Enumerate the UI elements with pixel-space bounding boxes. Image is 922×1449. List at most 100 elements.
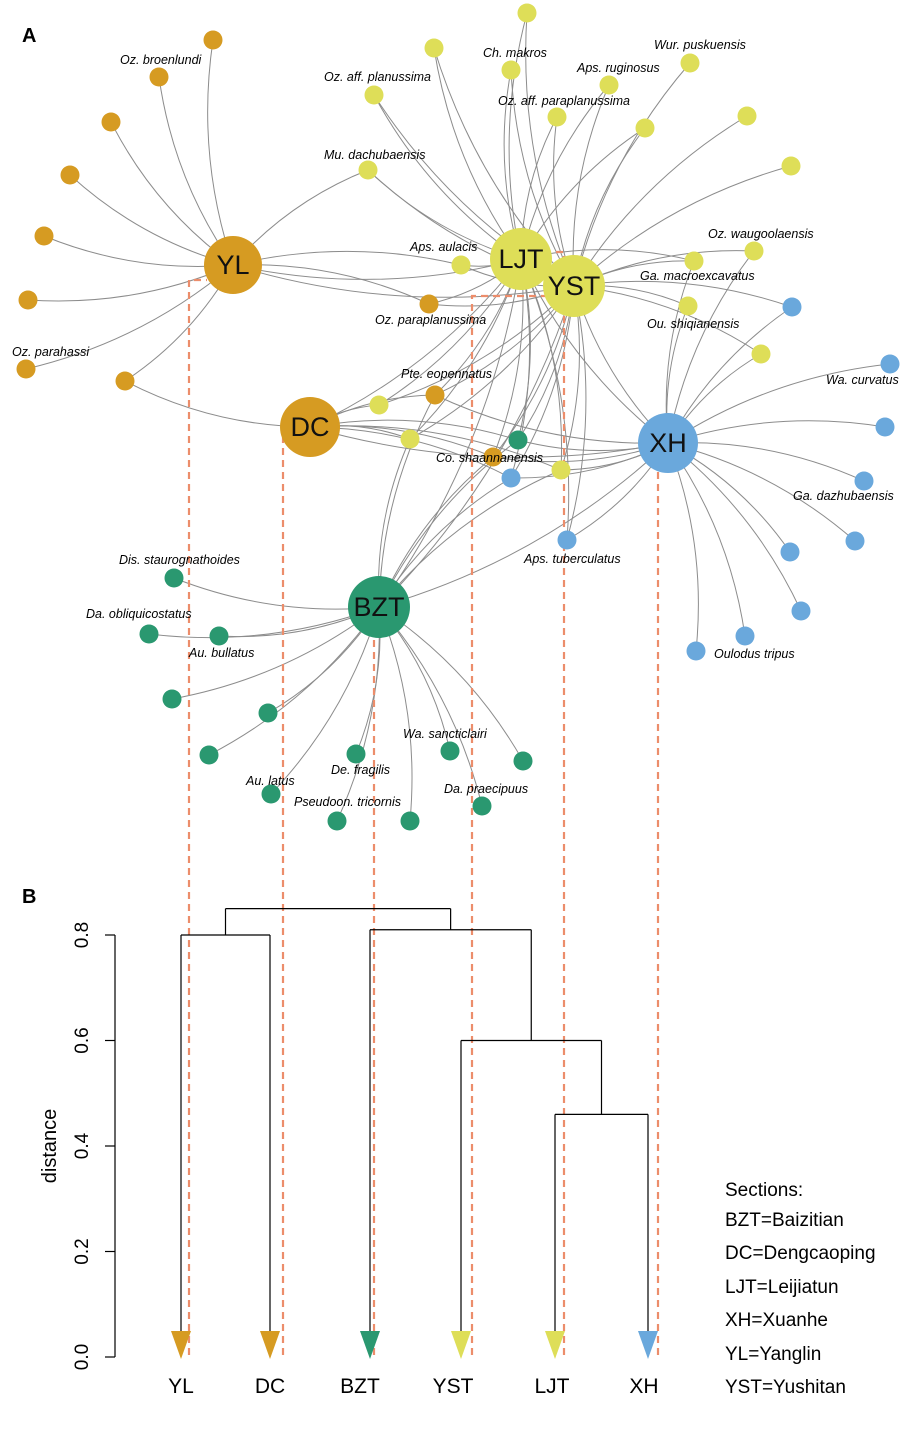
species-label: Oz. waugoolaensis [708, 227, 814, 241]
species-label: Aps. aulacis [409, 240, 477, 254]
hub-label-xh: XH [649, 428, 687, 458]
species-label: Wur. puskuensis [654, 38, 746, 52]
leaf-arrow-bzt [360, 1331, 380, 1359]
species-node [501, 60, 521, 80]
network-edge [232, 250, 462, 266]
species-label: Dis. staurognathoides [119, 553, 240, 567]
hub-node-bzt [348, 576, 410, 638]
species-node [517, 3, 537, 23]
species-node [115, 371, 135, 391]
species-node [327, 811, 347, 831]
legend-title: Sections: [725, 1180, 803, 1201]
species-label: Au. bullatus [188, 646, 254, 660]
species-label: Mu. dachubaensis [324, 148, 425, 162]
species-label: Co. shaannanensis [436, 451, 543, 465]
species-label: Oz. paraplanussima [375, 313, 486, 327]
species-node [635, 118, 655, 138]
species-node [18, 290, 38, 310]
species-node [369, 395, 389, 415]
network-edge [508, 12, 528, 260]
legend-entry: XH=Xuanhe [725, 1310, 828, 1331]
species-label: Wa. sancticlairi [403, 727, 488, 741]
species-node [678, 296, 698, 316]
network-edge [309, 425, 562, 471]
species-label: Ch. makros [483, 46, 547, 60]
species-node [781, 156, 801, 176]
network-edge [27, 264, 234, 302]
species-node [782, 297, 802, 317]
species-node [684, 251, 704, 271]
y-tick-label: 0.2 [72, 1238, 93, 1264]
leaf-arrow-ljt [545, 1331, 565, 1359]
panel-b-letter: B [22, 886, 36, 908]
hub-label-bzt: BZT [354, 592, 405, 622]
species-node [209, 626, 229, 646]
species-node [425, 385, 445, 405]
species-node [791, 601, 811, 621]
leaf-label-xh: XH [629, 1375, 658, 1398]
network-edge [434, 394, 669, 444]
species-label: Pte. eopennatus [401, 367, 492, 381]
species-node [751, 344, 771, 364]
species-node [400, 811, 420, 831]
leaf-label-yst: YST [433, 1375, 474, 1398]
species-node [472, 796, 492, 816]
species-node [875, 417, 895, 437]
species-node [551, 460, 571, 480]
network-edge [309, 258, 522, 428]
species-node [440, 741, 460, 761]
species-label: Au. latus [245, 774, 295, 788]
species-label: Aps. tuberculatus [523, 552, 621, 566]
species-node [101, 112, 121, 132]
species-node [744, 241, 764, 261]
species-node [680, 53, 700, 73]
species-node [880, 354, 900, 374]
species-labels: Oz. broenlundi Oz. parahassi Oz. aff. pl… [12, 38, 899, 809]
hub-node-yst [543, 255, 605, 317]
species-label: Wa. curvatus [826, 373, 899, 387]
leaf-label-dc: DC [255, 1375, 285, 1398]
panel-a-letter: A [22, 25, 36, 47]
species-label: De. fragilis [331, 763, 390, 777]
hub-label-dc: DC [291, 412, 330, 442]
species-label: Oz. aff. planussima [324, 70, 431, 84]
species-node [400, 429, 420, 449]
species-node [358, 160, 378, 180]
leaf-arrow-yst [451, 1331, 471, 1359]
y-axis-title: distance [39, 1109, 61, 1184]
network-edge [667, 420, 886, 444]
species-node [258, 703, 278, 723]
species-label: Oulodus tripus [714, 647, 795, 661]
y-tick-label: 0.6 [72, 1027, 93, 1053]
species-label: Oz. parahassi [12, 345, 90, 359]
y-tick-label: 0.8 [72, 922, 93, 948]
species-label: Ga. dazhubaensis [793, 489, 894, 503]
y-axis: 0.0 0.2 0.4 0.6 0.8 [72, 922, 116, 1370]
legend-entry: DC=Dengcaoping [725, 1243, 876, 1264]
leaf-arrow-dc [260, 1331, 280, 1359]
y-tick-label: 0.0 [72, 1344, 93, 1370]
species-node [139, 624, 159, 644]
species-node [501, 468, 521, 488]
leaf-arrow-yl [171, 1331, 191, 1359]
network-edge [667, 442, 699, 652]
hub-label-ljt: LJT [498, 244, 543, 274]
species-node [16, 359, 36, 379]
network-edge [232, 264, 575, 298]
species-node [557, 530, 577, 550]
species-node [854, 471, 874, 491]
network-edge [573, 165, 792, 287]
hub-label-yl: YL [216, 250, 249, 280]
hub-label-yst: YST [548, 271, 601, 301]
species-node [451, 255, 471, 275]
network-edge [378, 442, 669, 608]
hub-node-yl [204, 236, 262, 294]
leaf-label-ljt: LJT [534, 1375, 569, 1398]
y-tick-label: 0.4 [72, 1132, 93, 1159]
species-label: Pseudoon. tricornis [294, 795, 401, 809]
species-node [424, 38, 444, 58]
network-edge [378, 606, 483, 807]
species-node [162, 689, 182, 709]
network-edge [378, 469, 562, 608]
